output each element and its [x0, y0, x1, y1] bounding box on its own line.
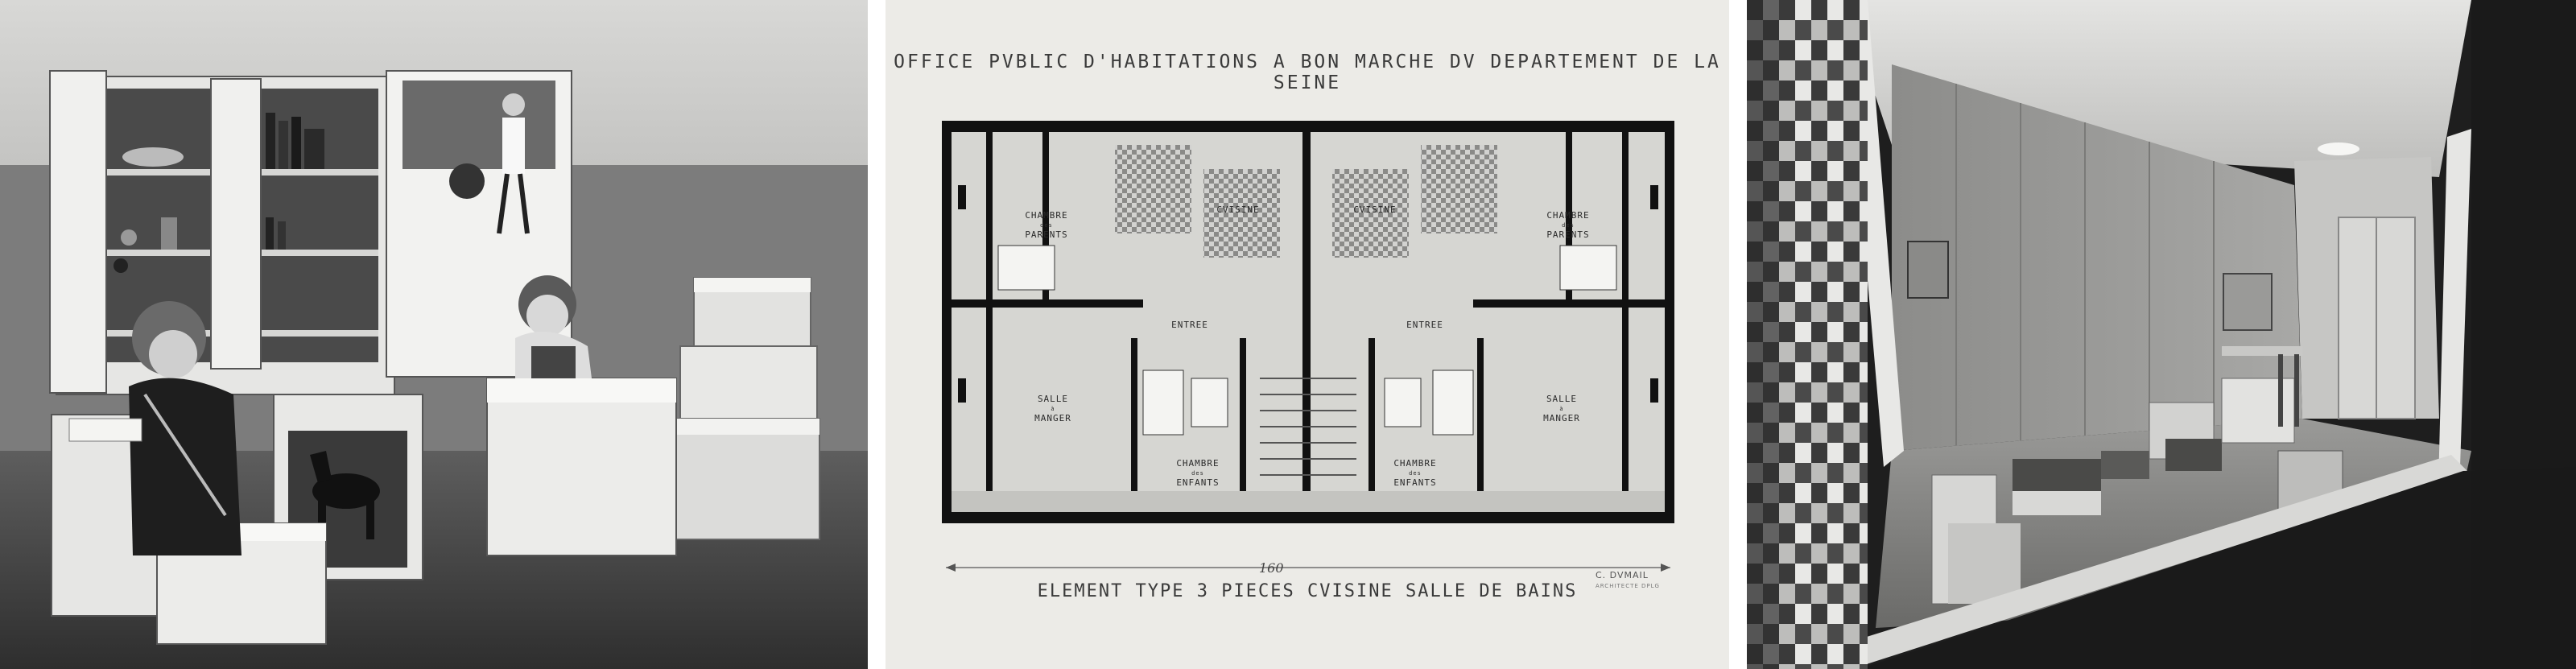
room-label-salle-manger-left: SALLE à MANGER — [1034, 394, 1071, 423]
plan-title: OFFICE PVBLIC D'HABITATIONS A BON MARCHE… — [894, 52, 1721, 93]
photo-children-furniture — [0, 0, 868, 669]
room-label-chambre-parents-right: CHAMBRE des PARENTS — [1546, 210, 1590, 240]
plan-dimension: 160 — [1259, 560, 1284, 576]
floor-plan-drawing: OFFICE PVBLIC D'HABITATIONS A BON MARCHE… — [886, 0, 1729, 669]
plan-subtitle: ELEMENT TYPE 3 PIECES CVISINE SALLE DE B… — [1037, 581, 1578, 601]
architect-signature: C. DVMAIL — [1596, 570, 1649, 580]
photo-children-furniture-drawing — [0, 0, 868, 669]
photo-room-display-drawing — [1747, 0, 2576, 669]
room-label-entree-right: ENTREE — [1406, 320, 1443, 330]
room-label-salle-manger-right: SALLE à MANGER — [1543, 394, 1580, 423]
room-label-cuisine-right: CVISINE — [1353, 204, 1397, 215]
floor-plan-graphic — [942, 121, 1674, 572]
room-label-chambre-enfants-left: CHAMBRE des ENFANTS — [1176, 458, 1220, 488]
architect-signature-sub: ARCHITECTE DPLG — [1596, 583, 1660, 589]
room-label-chambre-parents-left: CHAMBRE des PARENTS — [1025, 210, 1068, 240]
room-label-entree-left: ENTREE — [1171, 320, 1208, 330]
room-label-cuisine-left: CVISINE — [1216, 204, 1260, 215]
photo-room-display — [1747, 0, 2576, 669]
room-label-chambre-enfants-right: CHAMBRE des ENFANTS — [1393, 458, 1437, 488]
